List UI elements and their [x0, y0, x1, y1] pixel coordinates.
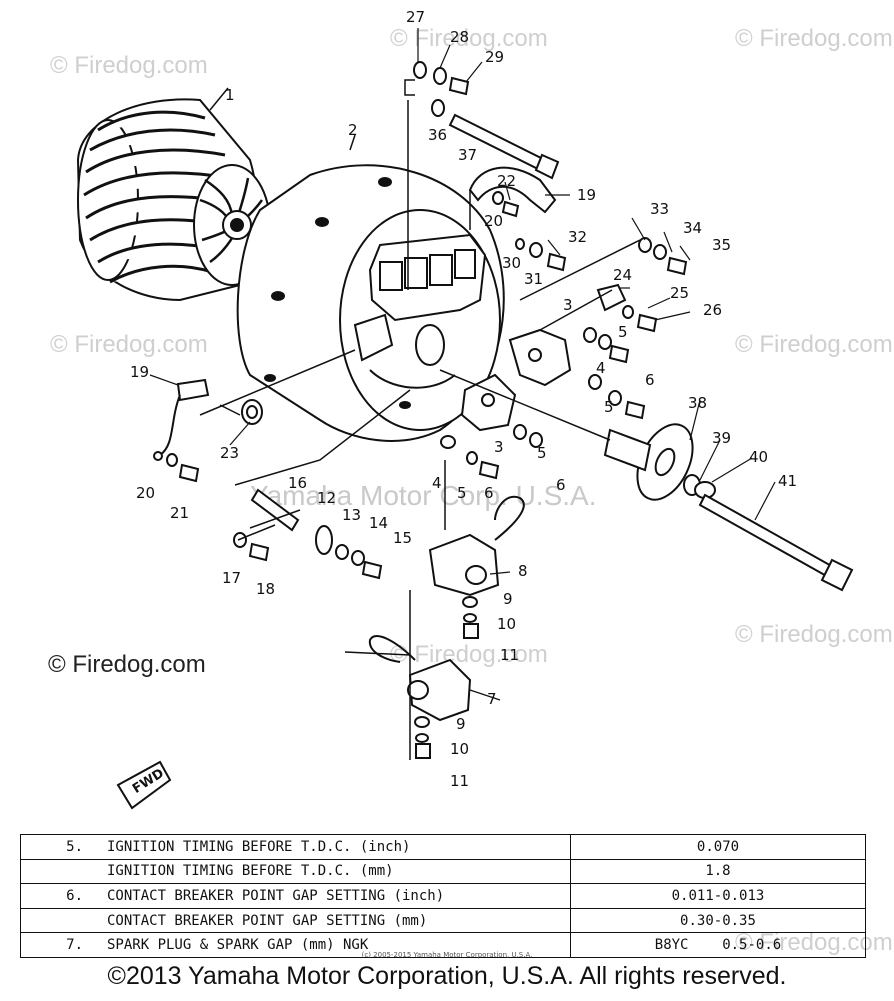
callout-33: 33: [650, 200, 669, 218]
armature-part: [76, 87, 271, 302]
callout-31: 31: [524, 270, 543, 288]
callout-numbers: 1 2 3 3 4 4 5 5 5 5 6 6 6 7 8 9 9 10 10 …: [130, 8, 797, 790]
callout-4: 4: [596, 359, 606, 377]
table-row: 7. SPARK PLUG & SPARK GAP (mm) NGK B8YC 0…: [20, 932, 867, 958]
watermark: © Firedog.com: [735, 331, 893, 358]
callout-5: 5: [457, 484, 467, 502]
row-value: 0.30-0.35: [569, 907, 867, 934]
callout-30: 30: [502, 254, 521, 272]
callout-16: 16: [288, 474, 307, 492]
forward-arrow-icon: FWD: [116, 760, 172, 810]
row-description: IGNITION TIMING BEFORE T.D.C. (mm): [107, 863, 394, 880]
row-description: SPARK PLUG & SPARK GAP (mm) NGK: [107, 937, 369, 954]
lead-wire-part: [153, 166, 557, 461]
callout-20: 20: [136, 484, 155, 502]
callout-39: 39: [712, 429, 731, 447]
callout-8: 8: [518, 562, 528, 580]
watermark: © Firedog.com: [735, 25, 893, 52]
watermark: © Firedog.com: [50, 52, 208, 79]
row-number: 7.: [66, 937, 83, 954]
callout-28: 28: [450, 28, 469, 46]
watermark: © Firedog.com: [390, 641, 548, 668]
callout-3: 3: [563, 296, 573, 314]
callout-1: 1: [225, 86, 235, 104]
row-value: 1.8: [569, 858, 867, 885]
callout-9: 9: [456, 715, 466, 733]
watermark: © Firedog.com: [735, 621, 893, 648]
row-number: 5.: [66, 838, 83, 855]
callout-41: 41: [778, 472, 797, 490]
callout-23: 23: [220, 444, 239, 462]
row-number: 6.: [66, 887, 83, 904]
copyright-notice: ©2013 Yamaha Motor Corporation, U.S.A. A…: [107, 962, 787, 990]
callout-5: 5: [604, 398, 614, 416]
callout-4: 4: [432, 474, 442, 492]
callout-25: 25: [670, 284, 689, 302]
callout-40: 40: [749, 448, 768, 466]
callout-12: 12: [317, 489, 336, 507]
watermark: © Firedog.com: [390, 25, 548, 52]
callout-29: 29: [485, 48, 504, 66]
callout-5: 5: [618, 323, 628, 341]
bolt-part: [698, 493, 854, 592]
cam-part: [603, 423, 716, 501]
callout-21: 21: [170, 504, 189, 522]
callout-35: 35: [712, 236, 731, 254]
callout-2: 2: [348, 121, 358, 139]
row-description: CONTACT BREAKER POINT GAP SETTING (inch): [107, 887, 445, 904]
callout-32: 32: [568, 228, 587, 246]
callout-19: 19: [577, 186, 596, 204]
callout-26: 26: [703, 301, 722, 319]
bolt-part: [448, 113, 560, 180]
small-copyright: (c) 2005-2015 Yamaha Motor Corporation, …: [361, 951, 533, 959]
callout-18: 18: [256, 580, 275, 598]
watermark: © Firedog.com: [50, 331, 208, 358]
row-description: CONTACT BREAKER POINT GAP SETTING (mm): [107, 912, 428, 929]
callout-37: 37: [458, 146, 477, 164]
callout-20: 20: [484, 212, 503, 230]
callout-10: 10: [450, 740, 469, 758]
callout-6: 6: [645, 371, 655, 389]
bracket-part: [596, 283, 627, 312]
fasteners: [166, 61, 688, 759]
condenser-part: [344, 495, 525, 722]
table-row: CONTACT BREAKER POINT GAP SETTING (mm) 0…: [20, 907, 867, 934]
callout-6: 6: [556, 476, 566, 494]
table-row: IGNITION TIMING BEFORE T.D.C. (mm) 1.8: [20, 858, 867, 885]
callout-6: 6: [484, 484, 494, 502]
callout-36: 36: [428, 126, 447, 144]
row-value: 0.070: [569, 834, 867, 860]
watermark-center: Yamaha Motor Corp. U.S.A.: [250, 480, 597, 511]
callout-22: 22: [497, 172, 516, 190]
callout-24: 24: [613, 266, 632, 284]
callout-34: 34: [683, 219, 702, 237]
callout-15: 15: [393, 529, 412, 547]
row-description: IGNITION TIMING BEFORE T.D.C. (inch): [107, 838, 411, 855]
callout-7: 7: [487, 690, 497, 708]
watermark-dark: © Firedog.com: [48, 651, 206, 678]
callout-17: 17: [222, 569, 241, 587]
callout-3: 3: [494, 438, 504, 456]
assembly-lines: [199, 79, 641, 760]
callout-9: 9: [503, 590, 513, 608]
callout-10: 10: [497, 615, 516, 633]
callout-11: 11: [450, 772, 469, 790]
callout-27: 27: [406, 8, 425, 26]
contact-breaker-part: [460, 328, 572, 432]
callout-14: 14: [369, 514, 388, 532]
row-value: B8YC 0.5-0.6: [569, 932, 867, 958]
callout-19: 19: [130, 363, 149, 381]
spec-table: 5. IGNITION TIMING BEFORE T.D.C. (inch) 0…: [20, 834, 867, 958]
callout-11: 11: [500, 646, 519, 664]
callout-5: 5: [537, 444, 547, 462]
leader-lines: [149, 28, 776, 701]
table-row: 6. CONTACT BREAKER POINT GAP SETTING (inc…: [20, 883, 867, 909]
callout-38: 38: [688, 394, 707, 412]
table-row: 5. IGNITION TIMING BEFORE T.D.C. (inch) 0…: [20, 834, 867, 860]
row-value: 0.011-0.013: [569, 883, 867, 909]
callout-13: 13: [342, 506, 361, 524]
